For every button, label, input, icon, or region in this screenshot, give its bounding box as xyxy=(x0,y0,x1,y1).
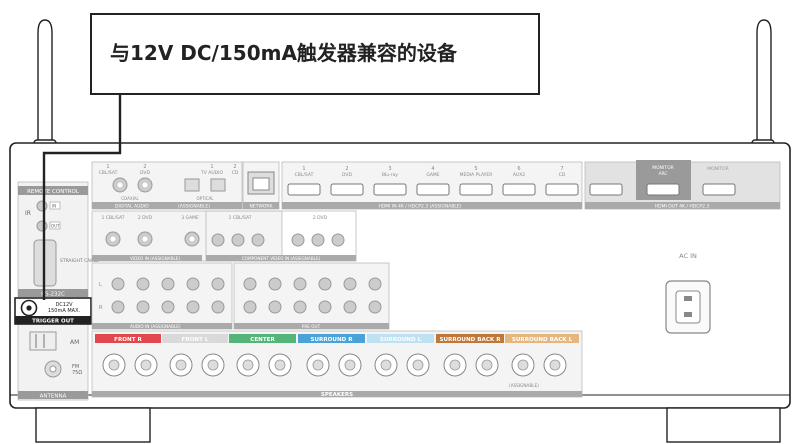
trigger-spec-line2: 150mA MAX. xyxy=(48,308,81,314)
left-foot xyxy=(35,407,151,443)
callout-text: 与12V DC/150mA触发器兼容的设备 xyxy=(110,41,457,65)
coaxial-label: COAXIAL xyxy=(121,196,139,201)
digital-in-4-name: CD xyxy=(232,170,239,176)
video-in-3: 3 GAME xyxy=(181,215,199,221)
digital-in-3-num: 1 xyxy=(210,164,213,170)
hdmi-arc-label: ARC xyxy=(658,171,667,177)
remote-control-title: REMOTE CONTROL xyxy=(27,189,80,195)
speaker-group-label: SURROUND BACK R xyxy=(439,337,501,343)
component-group-2: 2 DVD xyxy=(313,215,328,221)
speaker-group-bar xyxy=(505,334,579,343)
ir-in-label: IN xyxy=(52,204,56,209)
hdmi-in-2-num: 2 xyxy=(345,166,348,172)
hdmi-in-6-name: AUX2 xyxy=(513,172,525,178)
am-label: AM xyxy=(70,339,79,346)
optical-label: OPTICAL xyxy=(197,196,215,201)
callout-box: 与12V DC/150mA触发器兼容的设备 xyxy=(90,13,540,95)
hdmi-input-ports xyxy=(287,183,579,196)
network-label: NETWORK xyxy=(249,204,273,210)
hdmi-in-3-name: Blu-ray xyxy=(382,172,398,178)
audio-in-label: AUDIO IN (ASSIGNABLE) xyxy=(130,324,181,329)
speaker-group-bar xyxy=(162,334,228,343)
digital-in-2-name: DVD xyxy=(140,170,150,176)
trigger-spec-line1: DC12V xyxy=(55,302,73,308)
hdmi-zone-label: MONITOR xyxy=(707,166,729,172)
digital-audio-label: DIGITAL AUDIO xyxy=(115,204,149,210)
hdmi-in-5-name: MEDIA PLAYER xyxy=(460,172,493,178)
hdmi-in-4-name: GAME xyxy=(426,172,439,178)
fm-label-line1: FM xyxy=(72,364,79,370)
speaker-group-bar xyxy=(367,334,434,343)
hdmi-in-6-num: 6 xyxy=(517,166,520,172)
audio-r-label: R xyxy=(99,305,103,311)
speaker-group-label: CENTER xyxy=(250,337,275,343)
hdmi-in-5-num: 5 xyxy=(474,166,477,172)
speaker-group-label: SURROUND BACK L xyxy=(512,337,573,343)
speakers-label: SPEAKERS xyxy=(321,392,353,398)
ir-label: IR xyxy=(25,210,31,217)
remote-control-header xyxy=(18,186,88,195)
digital-audio-assignable: (ASSIGNABLE) xyxy=(178,204,210,210)
speakers-assignable: (ASSIGNABLE) xyxy=(509,383,539,388)
hdmi-in-2-name: DVD xyxy=(342,172,352,178)
callout-leader-line xyxy=(42,95,122,300)
hdmi-monitor-label: MONITOR xyxy=(652,165,674,171)
hdmi-in-4-num: 4 xyxy=(431,166,434,172)
audio-l-label: L xyxy=(99,282,102,288)
speaker-group-label: SURROUND L xyxy=(380,337,422,343)
fm-label-line2: 75Ω xyxy=(72,370,82,376)
speaker-group-label: FRONT R xyxy=(114,337,142,343)
speaker-group-bar xyxy=(436,334,504,343)
rs232c-cable-label: STRAIGHT CABLE xyxy=(60,258,99,264)
digital-in-1-name: CBL/SAT xyxy=(99,170,118,176)
hdmi-in-3-num: 3 xyxy=(388,166,391,172)
speaker-group-label: FRONT L xyxy=(182,337,209,343)
speaker-posts xyxy=(102,353,567,377)
hdmi-in-label: HDMI IN 4K / HDCP2.3 (ASSIGNABLE) xyxy=(378,204,461,210)
antenna-title: ANTENNA xyxy=(40,394,67,400)
ac-in-label: AC IN xyxy=(679,252,697,260)
hdmi-in-7-name: CD xyxy=(559,172,566,178)
speaker-group-headers: FRONT R FRONT L CENTER SURROUND R SURROUND L… xyxy=(95,334,579,343)
trigger-out-title: TRIGGER OUT xyxy=(32,319,74,325)
digital-in-1-num: 1 xyxy=(106,164,109,170)
right-foot xyxy=(666,407,781,443)
digital-in-3-name: TV AUDIO xyxy=(200,170,223,176)
hdmi-in-1-name: CBL/SAT xyxy=(295,172,314,178)
speaker-group-bar xyxy=(229,334,296,343)
digital-in-2-num: 2 xyxy=(143,164,146,170)
hdmi-out-label: HDMI OUT 4K / HDCP2.3 xyxy=(655,204,710,210)
component-group-1: 1 CBL/SAT xyxy=(229,215,252,221)
hdmi-in-7-num: 7 xyxy=(560,166,563,172)
pre-out-label: PRE OUT xyxy=(302,324,321,329)
ir-out-label: OUT xyxy=(51,224,60,229)
speaker-group-bar xyxy=(298,334,365,343)
hdmi-in-1-num: 1 xyxy=(302,166,305,172)
video-in-1: 1 CBL/SAT xyxy=(102,215,125,221)
digital-in-4-num: 2 xyxy=(233,164,236,170)
speaker-group-bar xyxy=(95,334,161,343)
video-in-label: VIDEO IN (ASSIGNABLE) xyxy=(130,256,180,261)
component-in-label: COMPONENT VIDEO IN (ASSIGNABLE) xyxy=(242,256,321,261)
rs232c-title: RS-232C xyxy=(41,292,65,298)
video-in-2: 2 DVD xyxy=(138,215,153,221)
speaker-group-label: SURROUND R xyxy=(310,337,353,343)
